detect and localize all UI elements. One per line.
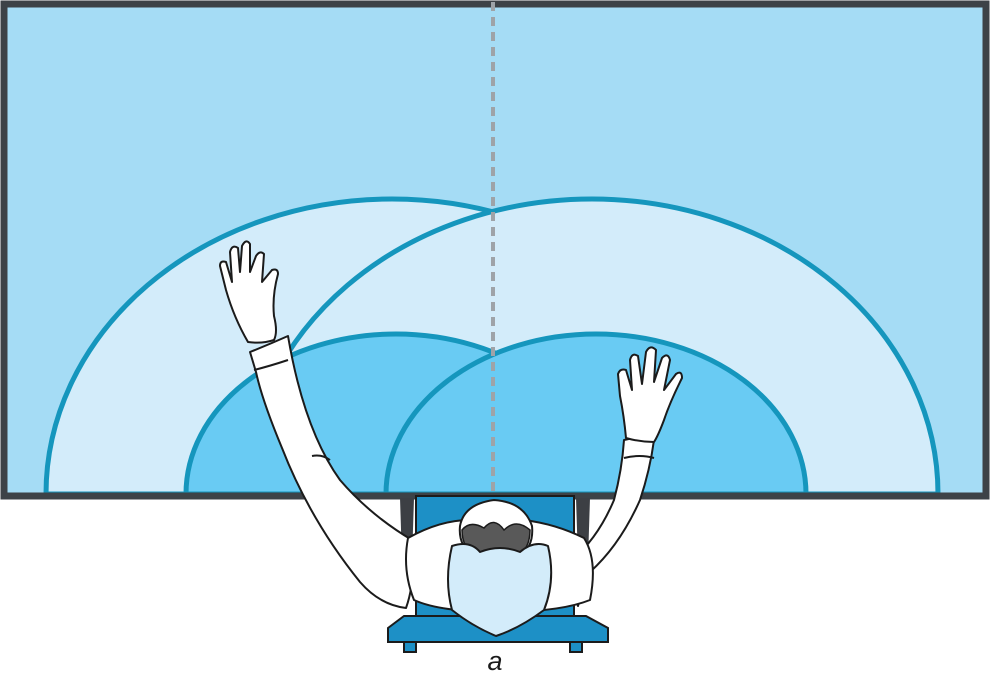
figure-caption: a [0, 646, 990, 677]
